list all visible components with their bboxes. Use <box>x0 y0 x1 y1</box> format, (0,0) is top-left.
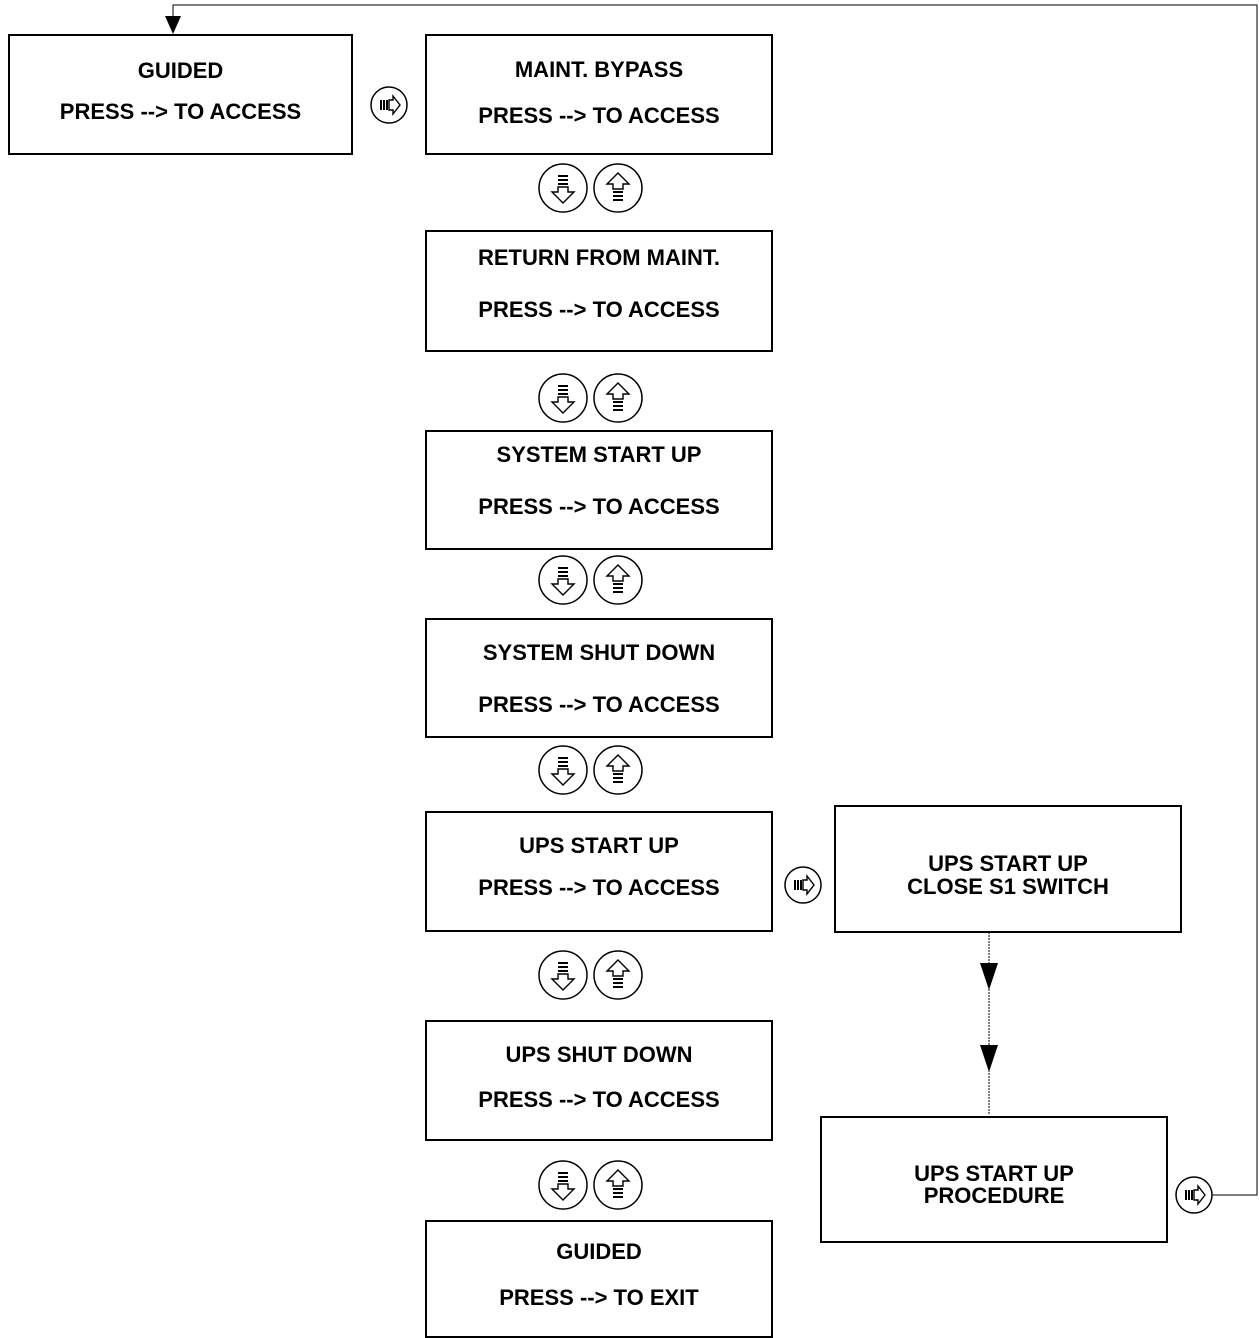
system-shut-down-box: SYSTEM SHUT DOWN PRESS --> TO ACCESS <box>425 618 773 738</box>
box-instruction: PRESS --> TO ACCESS <box>478 297 720 322</box>
box-title: GUIDED <box>137 58 224 83</box>
down-arrow-key-icon <box>538 555 588 605</box>
return-to-guided-line <box>172 4 1258 1196</box>
box-title: UPS SHUT DOWN <box>505 1042 693 1067</box>
box-title: SYSTEM SHUT DOWN <box>482 640 716 665</box>
up-arrow-key-icon <box>593 1160 643 1210</box>
ups-start-up-close-s1-box: UPS START UP CLOSE S1 SWITCH <box>834 805 1182 933</box>
box-instruction: PRESS --> TO ACCESS <box>478 1087 720 1112</box>
down-arrowhead <box>980 1045 998 1072</box>
box-instruction: PRESS --> TO EXIT <box>499 1285 699 1310</box>
box-title: SYSTEM START UP <box>496 442 702 467</box>
return-from-maint-box: RETURN FROM MAINT. PRESS --> TO ACCESS <box>425 230 773 352</box>
enter-key-icon <box>1175 1176 1213 1214</box>
box-title: UPS START UP <box>928 851 1088 876</box>
box-instruction: CLOSE S1 SWITCH <box>907 874 1109 899</box>
box-title: GUIDED <box>556 1239 642 1264</box>
box-instruction: PRESS --> TO ACCESS <box>478 692 720 717</box>
maint-bypass-box: MAINT. BYPASS PRESS --> TO ACCESS <box>425 34 773 155</box>
ups-shut-down-box: UPS SHUT DOWN PRESS --> TO ACCESS <box>425 1020 773 1141</box>
box-instruction: PRESS --> TO ACCESS <box>478 875 720 900</box>
down-arrow-key-icon <box>538 163 588 213</box>
down-arrow-key-icon <box>538 1160 588 1210</box>
box-title: MAINT. BYPASS <box>514 57 684 82</box>
up-arrow-key-icon <box>593 745 643 795</box>
ups-start-up-procedure-box: UPS START UP PROCEDURE <box>820 1116 1168 1243</box>
box-title: UPS START UP <box>519 833 679 858</box>
up-arrow-key-icon <box>593 373 643 423</box>
down-arrowhead <box>980 963 998 990</box>
down-arrow-key-icon <box>538 950 588 1000</box>
enter-key-icon <box>370 86 408 124</box>
system-start-up-box: SYSTEM START UP PRESS --> TO ACCESS <box>425 430 773 550</box>
down-arrowhead <box>165 16 181 34</box>
guided-menu-box: GUIDED PRESS --> TO ACCESS <box>8 34 353 155</box>
down-arrow-key-icon <box>538 373 588 423</box>
box-title: RETURN FROM MAINT. <box>478 245 720 270</box>
guided-exit-box: GUIDED PRESS --> TO EXIT <box>425 1220 773 1338</box>
down-arrow-key-icon <box>538 745 588 795</box>
up-arrow-key-icon <box>593 163 643 213</box>
up-arrow-key-icon <box>593 950 643 1000</box>
box-instruction: PROCEDURE <box>923 1183 1065 1208</box>
box-instruction: PRESS --> TO ACCESS <box>59 99 302 124</box>
box-title: UPS START UP <box>914 1161 1074 1186</box>
up-arrow-key-icon <box>593 555 643 605</box>
enter-key-icon <box>784 866 822 904</box>
box-instruction: PRESS --> TO ACCESS <box>478 103 720 128</box>
ups-start-up-box: UPS START UP PRESS --> TO ACCESS <box>425 811 773 932</box>
box-instruction: PRESS --> TO ACCESS <box>478 494 720 519</box>
